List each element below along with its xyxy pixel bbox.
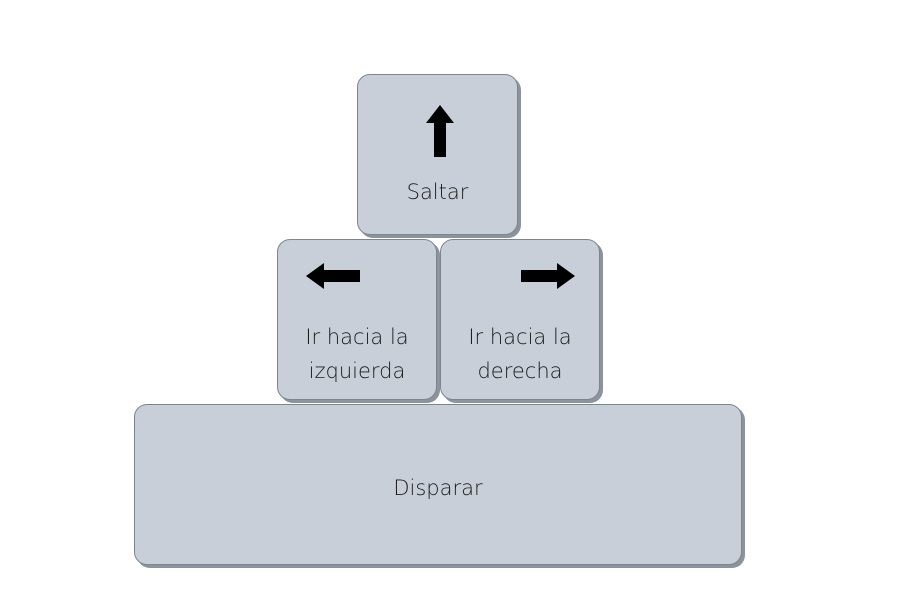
arrow-left-icon xyxy=(306,263,360,289)
jump-key-label: Saltar xyxy=(406,180,469,204)
move-right-key: Ir hacia la derecha xyxy=(440,239,600,400)
fire-key: Disparar xyxy=(134,404,742,565)
move-right-key-label: Ir hacia la derecha xyxy=(468,325,572,383)
move-left-key-label: Ir hacia la izquierda xyxy=(305,325,409,383)
jump-key: Saltar xyxy=(357,74,518,235)
move-left-key: Ir hacia la izquierda xyxy=(277,239,437,400)
fire-key-label: Disparar xyxy=(393,476,483,500)
arrow-up-icon xyxy=(426,105,454,157)
arrow-right-icon xyxy=(521,263,575,289)
